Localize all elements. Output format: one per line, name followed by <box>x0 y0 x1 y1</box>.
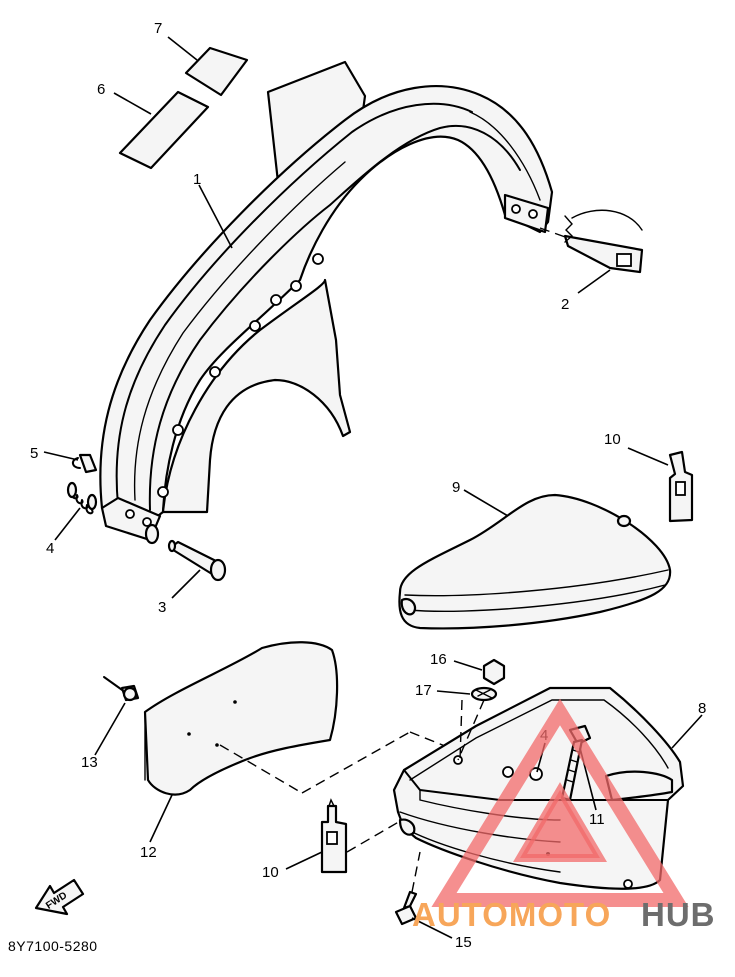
callout-9: 9 <box>452 479 460 496</box>
callout-5: 5 <box>30 445 38 462</box>
callout-4-upper: 4 <box>46 540 54 557</box>
rear-fender <box>99 60 554 524</box>
callout-11: 11 <box>589 811 605 828</box>
callout-6: 6 <box>97 81 105 98</box>
callout-1: 1 <box>193 171 201 188</box>
side-cover-part-12 <box>143 641 339 796</box>
callout-15: 15 <box>455 934 472 951</box>
latch-part-2 <box>563 209 644 274</box>
callout-12: 12 <box>140 844 157 861</box>
screw-part-15 <box>394 890 418 926</box>
seat-part-9 <box>398 493 672 630</box>
callout-8: 8 <box>698 700 706 717</box>
callout-17: 17 <box>415 682 432 699</box>
watermark-brand-hub: HUB <box>641 896 716 933</box>
decal-6 <box>118 90 210 170</box>
fwd-arrow-icon: FWD <box>34 878 85 916</box>
decal-7 <box>184 46 249 97</box>
washer-part-17 <box>470 686 498 702</box>
callout-13: 13 <box>81 754 98 771</box>
callout-10-lower: 10 <box>262 864 279 881</box>
watermark-brand-automoto: AUTOMOTO <box>412 896 611 933</box>
part-code: 8Y7100-5280 <box>8 938 98 954</box>
pin-part-3 <box>167 539 227 582</box>
screw-part-13 <box>103 676 140 702</box>
tab-part-10-lower <box>320 798 348 874</box>
callout-10-upper: 10 <box>604 431 621 448</box>
callout-7: 7 <box>154 20 162 37</box>
spring-part-4 <box>66 481 98 515</box>
tab-part-10-upper <box>668 450 694 523</box>
callout-2: 2 <box>561 296 569 313</box>
clip-part-5 <box>72 453 98 474</box>
watermark-logo-icon <box>431 698 689 907</box>
callout-16: 16 <box>430 651 447 668</box>
nut-part-16 <box>482 658 506 686</box>
hinge-bracket <box>100 496 162 545</box>
callout-3: 3 <box>158 599 166 616</box>
